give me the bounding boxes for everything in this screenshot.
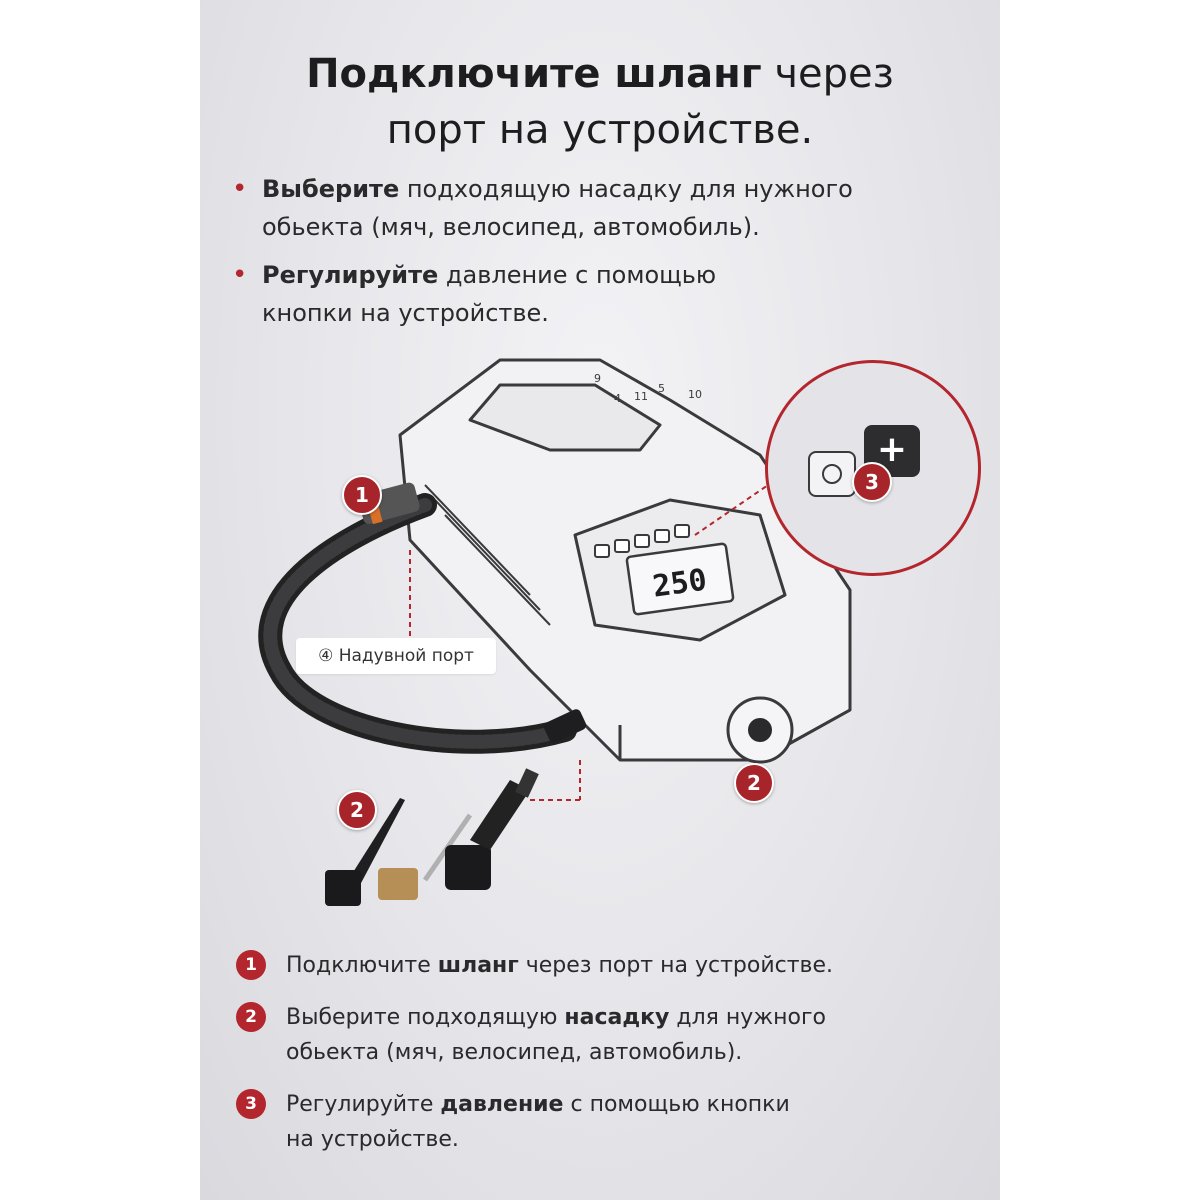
- knob-center-icon: [748, 718, 772, 742]
- bullet-dot-icon: •: [232, 174, 248, 204]
- callout-3: 3: [852, 462, 892, 502]
- step-number-badge: 1: [236, 950, 266, 980]
- step-number-badge: 2: [236, 1002, 266, 1032]
- marker-4: 4: [614, 392, 621, 405]
- inflation-port-label: ④ Надувной порт: [296, 638, 496, 674]
- callout-2-nozzles: 2: [337, 790, 377, 830]
- callout-1: 1: [342, 475, 382, 515]
- callout-2-knob: 2: [734, 763, 774, 803]
- marker-11: 11: [634, 390, 648, 403]
- hose-icon: [258, 482, 587, 754]
- title-line-2: порт на устройстве.: [386, 107, 814, 153]
- clock-icon: [822, 464, 842, 484]
- marker-5: 5: [658, 382, 665, 395]
- lcd-display: 250: [625, 542, 735, 616]
- bullet-dot-icon: •: [232, 260, 248, 290]
- step-1: 1 Подключите шланг через порт на устройс…: [236, 948, 956, 983]
- timer-button: [808, 451, 856, 497]
- step-number-badge: 3: [236, 1089, 266, 1119]
- pressure-readout: 250: [650, 562, 709, 604]
- step-2: 2 Выберите подходящую насадку для нужног…: [236, 1000, 956, 1070]
- marker-10: 10: [688, 388, 702, 401]
- bullet-choose-nozzle: • Выберите подходящую насадку для нужног…: [232, 170, 972, 246]
- nozzle-icon: [325, 768, 539, 906]
- infographic-panel: Подключите шланг через порт на устройств…: [200, 0, 1000, 1200]
- title-line-1: Подключите шланг через: [306, 51, 894, 97]
- device-buttons: [594, 524, 690, 558]
- air-pump-illustration: 250 9 4 11 5 10: [258, 358, 852, 906]
- marker-9: 9: [594, 372, 601, 385]
